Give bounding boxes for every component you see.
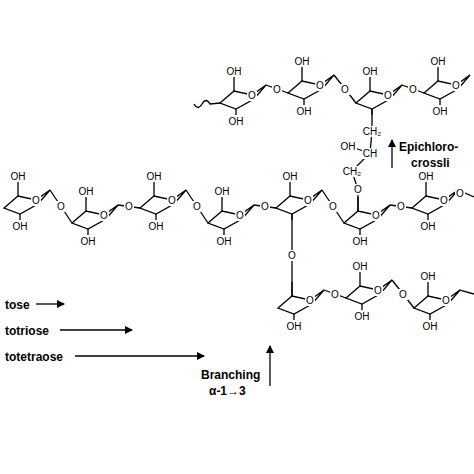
atom-label: OH bbox=[362, 66, 379, 77]
atom-label: O bbox=[167, 195, 177, 206]
atom-label: OH bbox=[146, 171, 163, 182]
atom-label: OH bbox=[340, 141, 357, 152]
atom-label: O bbox=[408, 84, 418, 95]
text-label: α-1→3 bbox=[208, 384, 247, 398]
atom-label: O bbox=[260, 201, 270, 212]
atom-label: OH bbox=[354, 311, 371, 322]
atom-label: O bbox=[441, 295, 451, 306]
atom-label: OH bbox=[10, 171, 27, 182]
atom-label: OH bbox=[422, 321, 439, 332]
atom-label: O bbox=[398, 289, 408, 300]
atom-label: O bbox=[455, 188, 465, 199]
atom-label: OH bbox=[282, 171, 299, 182]
atom-label: O bbox=[192, 201, 202, 212]
text-label: Epichloro- bbox=[398, 140, 459, 154]
atom-label: OH bbox=[216, 236, 233, 247]
atom-label: O bbox=[287, 250, 297, 261]
atom-label: OH bbox=[286, 321, 303, 332]
atom-label: O bbox=[247, 90, 257, 101]
atom-label: O bbox=[272, 84, 282, 95]
atom-label: O bbox=[439, 195, 449, 206]
atom-label: O bbox=[235, 210, 245, 221]
atom-label: O bbox=[383, 90, 393, 101]
atom-label: O bbox=[56, 201, 66, 212]
atom-label: O bbox=[353, 184, 363, 195]
atom-label: O bbox=[99, 210, 109, 221]
text-label: Branching bbox=[200, 368, 261, 382]
atom-label: OH bbox=[418, 171, 435, 182]
atom-label: O bbox=[330, 289, 340, 300]
atom-label: O bbox=[340, 84, 350, 95]
atom-label: OH bbox=[228, 116, 245, 127]
atom-label: OH bbox=[12, 221, 29, 232]
text-label: tose bbox=[4, 298, 31, 312]
atom-label: CH₂ bbox=[342, 166, 362, 177]
atom-label: O bbox=[31, 195, 41, 206]
atom-label: OH bbox=[78, 186, 95, 197]
atom-label: OH bbox=[226, 66, 243, 77]
atom-label: O bbox=[373, 285, 383, 296]
atom-label: OH bbox=[352, 236, 369, 247]
text-label: totetraose bbox=[4, 350, 64, 364]
atom-label: CH bbox=[362, 148, 378, 159]
atom-label: O bbox=[315, 80, 325, 91]
atom-label: OH bbox=[80, 236, 97, 247]
text-label: crossli bbox=[410, 156, 451, 170]
atom-label: O bbox=[371, 210, 381, 221]
atom-label: OH bbox=[148, 221, 165, 232]
atom-label: CH₂ bbox=[362, 126, 382, 137]
glycosidic-bonds bbox=[50, 75, 474, 308]
atom-label: O bbox=[305, 295, 315, 306]
text-label: totriose bbox=[4, 324, 50, 338]
atom-label: OH bbox=[420, 221, 437, 232]
glucose-rings bbox=[4, 67, 470, 320]
atom-label: O bbox=[124, 201, 134, 212]
atom-label: OH bbox=[432, 106, 449, 117]
atom-label: OH bbox=[294, 56, 311, 67]
atom-label: OH bbox=[214, 186, 231, 197]
atom-label: O bbox=[451, 80, 461, 91]
atom-label: OH bbox=[430, 56, 447, 67]
atom-label: OH bbox=[296, 106, 313, 117]
atom-label: O bbox=[303, 195, 313, 206]
atom-label: O bbox=[328, 201, 338, 212]
atom-label: OH bbox=[352, 261, 369, 272]
atom-label: OH bbox=[420, 271, 437, 282]
atom-label: O bbox=[396, 201, 406, 212]
pointer-arrows bbox=[36, 140, 392, 386]
